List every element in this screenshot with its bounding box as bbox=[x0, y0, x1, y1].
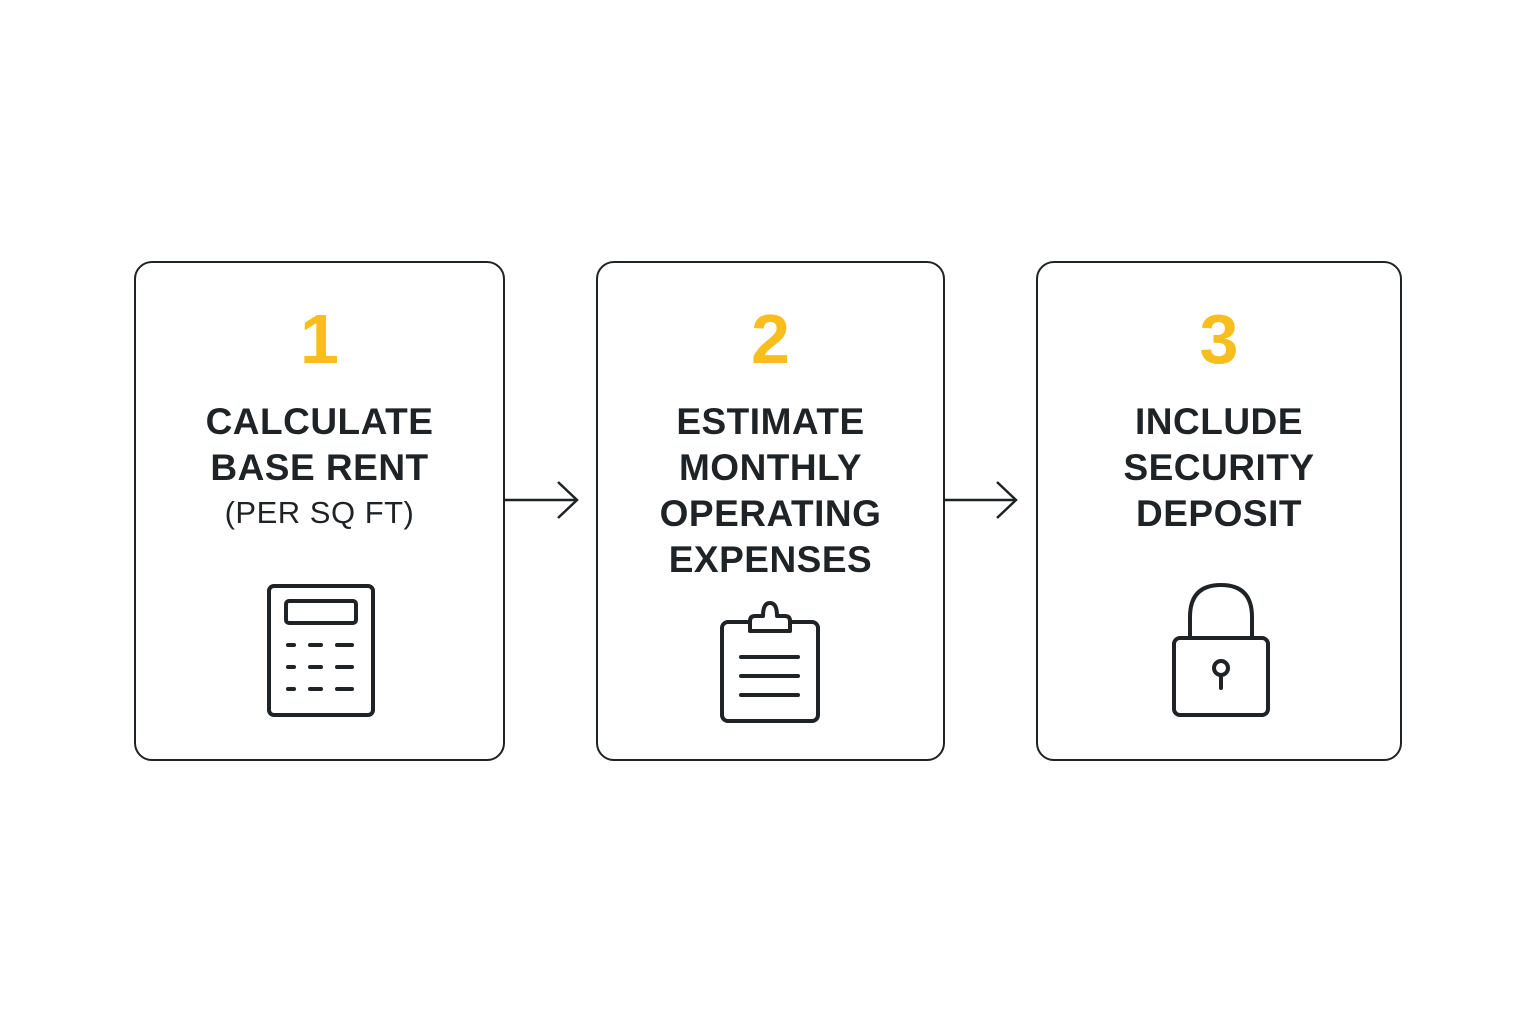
calculator-icon bbox=[267, 584, 375, 717]
step-subtitle: (PER SQ FT) bbox=[224, 495, 415, 530]
step-title-line: ESTIMATE bbox=[676, 401, 865, 442]
step-title-line: EXPENSES bbox=[668, 539, 873, 580]
step-title-line: SECURITY bbox=[1123, 447, 1315, 488]
step-title-line: MONTHLY bbox=[678, 447, 863, 488]
step-title: INCLUDE SECURITY DEPOSIT bbox=[1038, 399, 1400, 537]
step-card-1: 1 CALCULATE BASE RENT (PER SQ FT) bbox=[134, 261, 505, 761]
step-title: ESTIMATE MONTHLY OPERATING EXPENSES bbox=[598, 399, 943, 583]
step-title-line: OPERATING bbox=[659, 493, 882, 534]
clipboard-icon bbox=[720, 601, 820, 723]
arrow-right-icon bbox=[945, 481, 1018, 519]
step-title-line: CALCULATE bbox=[205, 401, 434, 442]
arrow-right-icon bbox=[505, 481, 579, 519]
step-title: CALCULATE BASE RENT (PER SQ FT) bbox=[136, 399, 503, 535]
step-card-3: 3 INCLUDE SECURITY DEPOSIT bbox=[1036, 261, 1402, 761]
step-number: 1 bbox=[300, 300, 339, 378]
step-number: 2 bbox=[751, 300, 790, 378]
step-title-line: BASE RENT bbox=[210, 447, 429, 488]
padlock-icon bbox=[1172, 582, 1270, 717]
step-title-line: DEPOSIT bbox=[1136, 493, 1302, 534]
step-title-line: INCLUDE bbox=[1135, 401, 1303, 442]
step-card-2: 2 ESTIMATE MONTHLY OPERATING EXPENSES bbox=[596, 261, 945, 761]
step-number: 3 bbox=[1199, 300, 1239, 378]
